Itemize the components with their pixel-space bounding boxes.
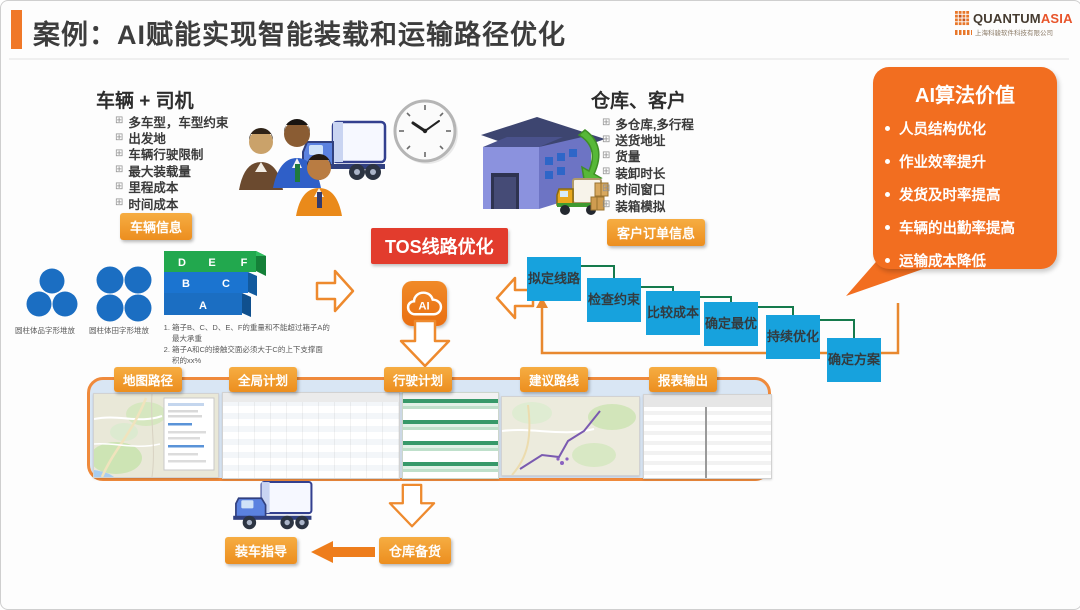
pyramid-stack-icon [26,268,78,317]
ai-cloud-icon: AI [402,281,447,326]
logo-brand-accent: ASIA [1040,11,1073,26]
output-tag-report: 报表输出 [649,367,718,392]
drive-plan-screenshot [402,392,499,479]
value-item: 作业效率提升 [873,145,1057,178]
bullet-dot-icon [885,225,890,230]
logo-squares-row [955,29,972,35]
people-icons [239,119,342,216]
global-plan-screenshot [222,392,400,479]
step-check-constraints: 检查约束 [587,278,641,322]
svg-text:B: B [182,278,190,290]
list-item: ⊞送货地址 [602,133,666,149]
bullet-dot-icon [885,159,890,164]
vehicle-info-tag: 车辆信息 [120,213,193,240]
package-icon: ⊞ [115,180,124,192]
value-item: 发货及时率提高 [873,178,1057,211]
package-icon: ⊞ [602,166,611,178]
svg-text:AI: AI [418,300,429,312]
list-item: ⊞出发地 [115,131,166,147]
note-item: 箱子B、C、D、E、F的重量和不能超过箱子A的最大承重 [172,323,330,345]
arrow-left-icon [495,276,535,320]
bullet-dot-icon [885,126,890,131]
package-icon: ⊞ [602,182,611,194]
output-tag-suggested-route: 建议路线 [520,367,589,392]
svg-text:F: F [241,257,248,269]
order-constraints-list: ⊞多仓库,多行程 ⊞送货地址 ⊞货量 ⊞装卸时长 ⊞时间窗口 ⊞装箱模拟 [602,115,694,214]
report-output-screenshot [643,394,772,479]
note-item: 箱子A和C的接触交面必须大于C的上下支撑面积的xx% [172,345,330,367]
arrow-left-solid-icon [311,541,375,563]
bullet-dot-icon [885,192,890,197]
company-logo: QUANTUMASIA 上海科骏软件科技有限公司 [955,11,1073,37]
warehouse-prep-tag: 仓库备货 [379,537,452,564]
tos-optimization-label: TOS线路优化 [371,228,508,264]
step-compare-cost: 比较成本 [646,291,700,335]
logo-company-name: 上海科骏软件科技有限公司 [975,30,1053,37]
step-confirm-optimal: 确定最优 [704,302,758,346]
list-item: ⊞里程成本 [115,180,179,196]
output-tag-drive-plan: 行驶计划 [384,367,453,392]
grid-stack-icon [96,266,152,322]
step-continuous-optimize: 持续优化 [766,315,820,359]
package-icon: ⊞ [115,164,124,176]
bullet-dot-icon [885,258,890,263]
logo-grid-icon [955,11,970,26]
warehouse-section-heading: 仓库、客户 [591,91,687,112]
svg-text:C: C [222,278,230,290]
list-item: ⊞货量 [602,149,641,165]
list-item: ⊞多仓库,多行程 [602,117,694,132]
suggested-route-screenshot [501,396,640,476]
value-item: 人员结构优化 [873,112,1057,145]
package-icon: ⊞ [602,117,611,129]
map-route-screenshot [93,393,219,478]
list-item: ⊞装卸时长 [602,166,666,181]
logo-brand: QUANTUMASIA [973,11,1073,26]
title-divider [9,58,1069,60]
pyramid-caption: 圆柱体品字形堆放 [15,326,75,335]
package-icon: ⊞ [115,147,124,159]
list-item: ⊞最大装载量 [115,164,191,179]
step-confirm-plan: 确定方案 [827,338,881,382]
package-icon: ⊞ [115,131,124,143]
svg-text:E: E [208,257,215,269]
list-item: ⊞多车型，车型约束 [115,115,229,130]
customer-order-info-tag: 客户订单信息 [607,219,706,246]
arrow-down-icon [388,483,436,528]
vehicle-constraints-list: ⊞多车型，车型约束 ⊞出发地 ⊞车辆行驶限制 ⊞最大装载量 ⊞里程成本 ⊞时间成… [115,113,229,212]
loading-guide-tag: 装车指导 [225,537,298,564]
value-item: 车辆的出勤率提高 [873,211,1057,244]
warehouse-illustration [481,117,609,215]
loading-truck-icon [233,481,313,530]
list-item: ⊞时间窗口 [602,182,666,198]
package-icon: ⊞ [115,115,124,127]
package-icon: ⊞ [602,133,611,145]
page-title: 案例：AI赋能实现智能装载和运输路径优化 [33,20,566,50]
grid-caption: 圆柱体田字形堆放 [89,326,149,335]
clock-icon [393,99,458,164]
arrow-down-icon [399,319,451,368]
package-icon: ⊞ [602,149,611,161]
value-panel-title: AI算法价值 [915,85,1015,107]
output-tag-global-plan: 全局计划 [229,367,298,392]
svg-text:A: A [199,300,207,312]
logo-brand-primary: QUANTUM [973,11,1041,26]
list-item: ⊞装箱模拟 [602,199,666,214]
list-item: ⊞时间成本 [115,197,179,212]
list-item: ⊞车辆行驶限制 [115,147,204,163]
packing-rules-notes: 箱子B、C、D、E、F的重量和不能超过箱子A的最大承重 箱子A和C的接触交面必须… [159,323,330,367]
cargo-boxes-icon [590,182,609,211]
box-stack-diagram: D E F B C A [164,251,266,317]
package-icon: ⊞ [115,197,124,209]
title-accent-bar [11,10,22,49]
package-icon: ⊞ [602,199,611,211]
vehicle-section-heading: 车辆 + 司机 [96,91,194,112]
svg-text:D: D [178,257,186,269]
value-panel: AI算法价值 人员结构优化 作业效率提升 发货及时率提高 车辆的出勤率提高 运输… [873,67,1057,270]
value-item: 运输成本降低 [873,244,1057,277]
drivers-truck-illustration [239,119,387,216]
output-tag-map-route: 地图路径 [114,367,183,392]
step-draft-route: 拟定线路 [527,257,581,301]
arrow-right-icon [315,269,355,313]
